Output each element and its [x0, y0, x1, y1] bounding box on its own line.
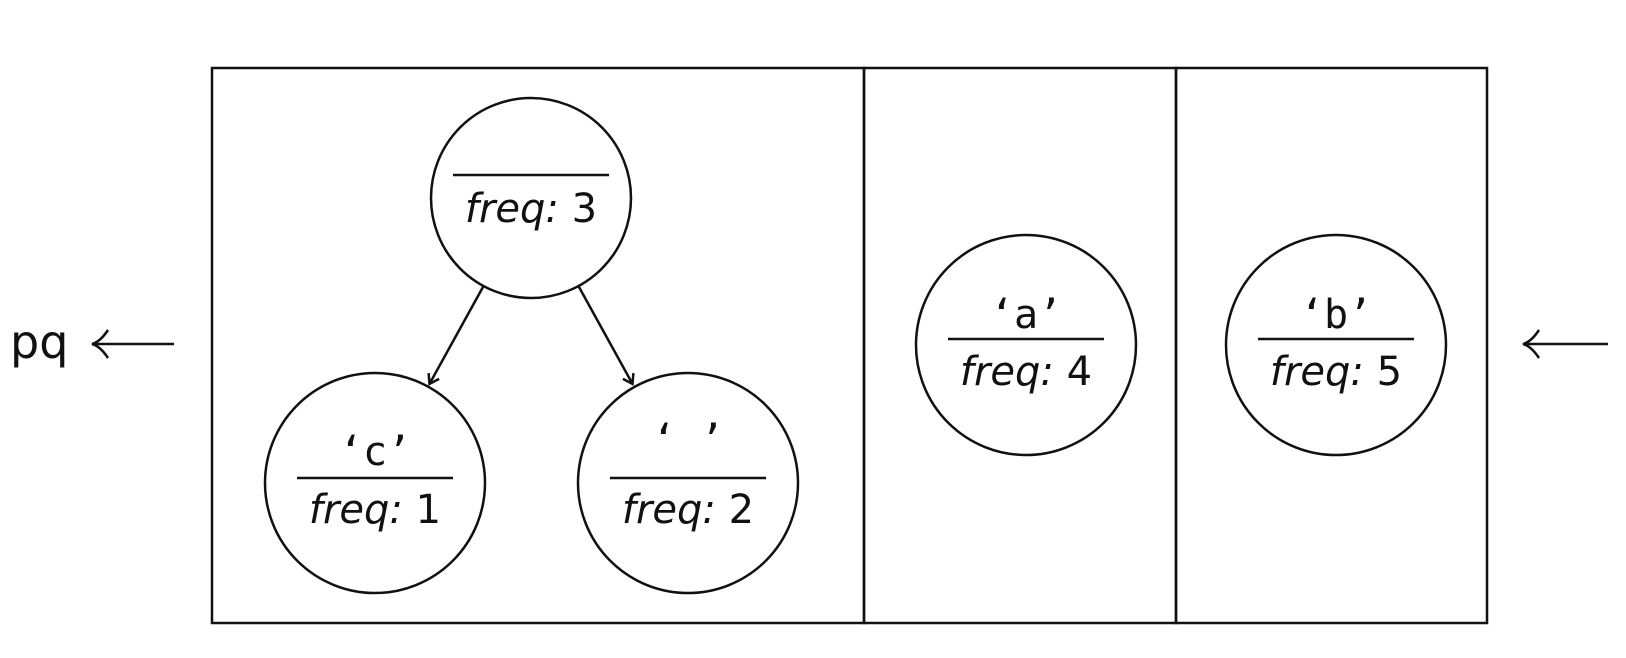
queue-label: pq	[10, 315, 68, 369]
edge-root-to-space	[577, 286, 632, 383]
node-c: ‘c’ freq: 1	[263, 371, 487, 595]
svg-text:‘b’: ‘b’	[1300, 292, 1372, 338]
svg-text:freq: 1: freq: 1	[309, 487, 441, 533]
node-root: freq: 3	[429, 96, 633, 300]
svg-text:‘ ’: ‘ ’	[652, 417, 724, 463]
front-arrow-icon	[91, 329, 174, 359]
svg-text:‘c’: ‘c’	[339, 429, 411, 475]
svg-text:freq: 5: freq: 5	[1270, 349, 1402, 395]
edge-root-to-c	[430, 286, 485, 383]
svg-text:freq: 2: freq: 2	[622, 487, 754, 533]
node-b: ‘b’ freq: 5	[1224, 233, 1448, 457]
node-space: ‘ ’ freq: 2	[576, 371, 800, 595]
svg-text:freq: 3: freq: 3	[465, 186, 597, 232]
svg-text:‘a’: ‘a’	[990, 292, 1062, 338]
node-a: ‘a’ freq: 4	[914, 233, 1138, 457]
queue-slot-3	[1174, 66, 1489, 625]
back-arrow-icon	[1522, 329, 1608, 359]
svg-text:freq: 4: freq: 4	[960, 349, 1092, 395]
